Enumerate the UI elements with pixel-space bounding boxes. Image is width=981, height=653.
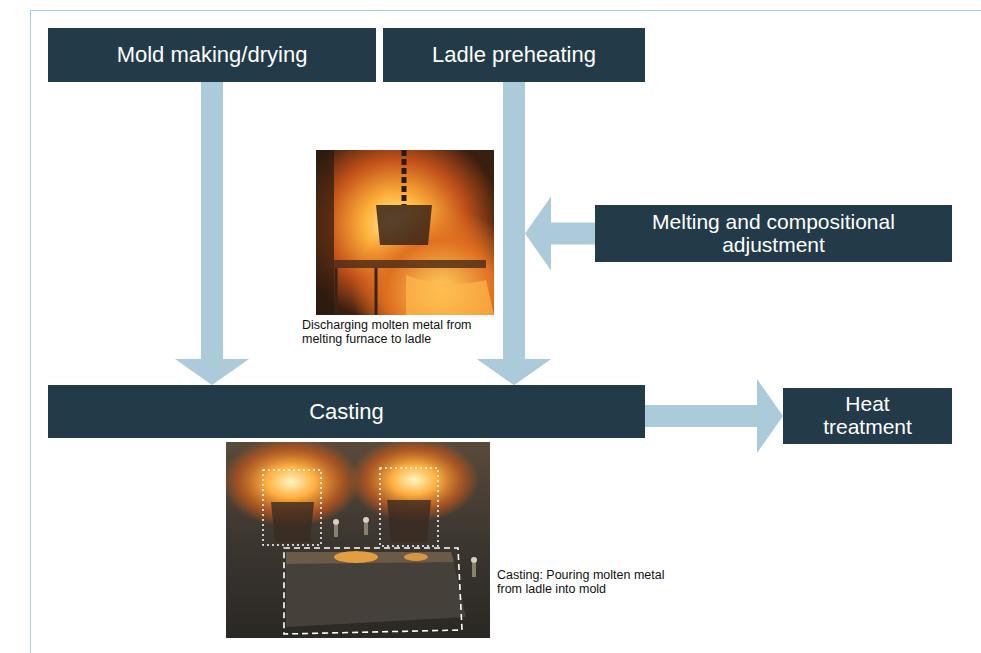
process-box: Heat treatment [783, 388, 952, 444]
arrow-shaft [201, 82, 223, 359]
arrow-head [525, 197, 551, 271]
furnace-photo [316, 150, 494, 315]
process-box: Casting [48, 385, 645, 438]
node-text: Melting and compositional adjustment [605, 211, 942, 256]
process-box: Melting and compositional adjustment [595, 205, 952, 262]
node-text: Ladle preheating [432, 43, 596, 67]
arrow-shaft [551, 223, 595, 245]
node-text: Mold making/drying [117, 43, 308, 67]
node-text: Heat treatment [808, 393, 928, 438]
arrow-shaft [645, 405, 757, 427]
flow-arrow [645, 379, 783, 453]
frame-line [30, 10, 31, 653]
arrow-head [477, 359, 551, 385]
arrow-head [757, 379, 783, 453]
process-box: Mold making/drying [48, 28, 376, 82]
arrow-shaft [503, 223, 525, 360]
arrow-shaft [503, 82, 525, 359]
node-text: Casting [309, 400, 384, 424]
frame-line [30, 10, 981, 11]
process-box: Ladle preheating [383, 28, 645, 82]
flow-arrow [175, 82, 249, 385]
photo-caption: Discharging molten metal from melting fu… [302, 318, 494, 347]
flow-arrow [477, 82, 551, 385]
arrow-head [477, 359, 551, 385]
photo-caption: Casting: Pouring molten metal from ladle… [497, 568, 675, 597]
flow-arrow [477, 197, 595, 386]
casting-photo [226, 442, 490, 638]
arrow-head [175, 359, 249, 385]
